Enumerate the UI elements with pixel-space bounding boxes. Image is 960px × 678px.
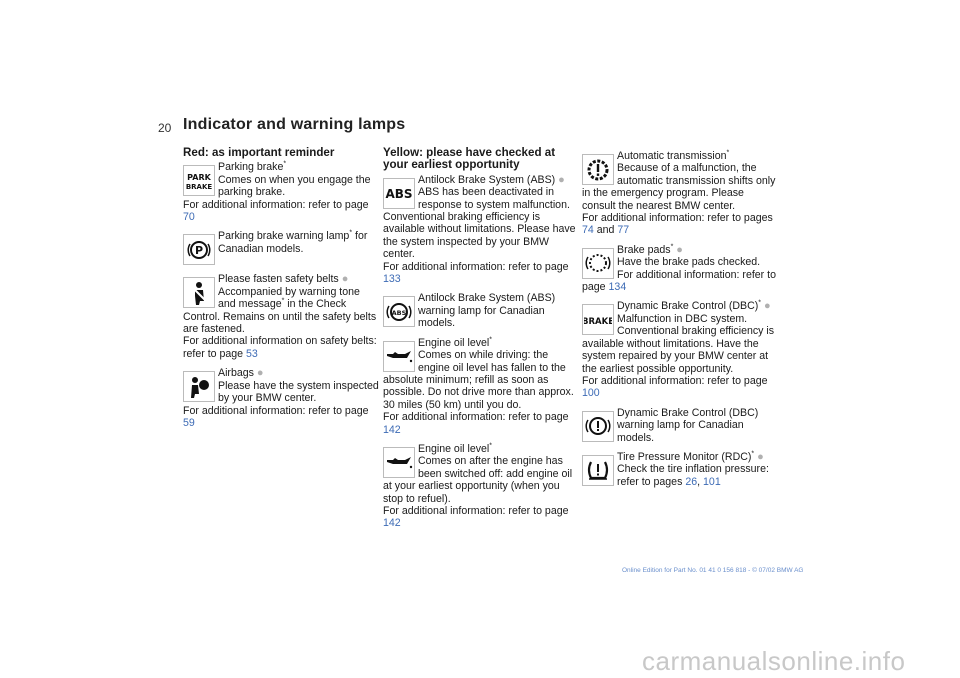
entry-transmission: Automatic transmission* Because of a mal… (582, 149, 776, 237)
airbag-icon (183, 371, 215, 403)
red-heading: Red: as important reminder (183, 146, 335, 159)
svg-text:PARK: PARK (187, 173, 211, 182)
svg-text:ABS: ABS (385, 187, 412, 201)
entry-abs-canada: ABS Antilock Brake System (ABS) warning … (383, 292, 579, 329)
footer-edition: Online Edition for Part No. 01 41 0 156 … (622, 567, 804, 574)
entry-abs: ABS Antilock Brake System (ABS) ● ABS ha… (383, 173, 576, 286)
entry-parking-brake-canada: P Parking brake warning lamp* for Canadi… (183, 230, 379, 266)
yellow-dot: ● (763, 300, 771, 313)
entry-airbags: Airbags ● Please have the system inspect… (183, 367, 379, 429)
oil-can-icon (383, 446, 415, 478)
page-link[interactable]: 134 (608, 281, 627, 294)
page-link[interactable]: 142 (383, 517, 401, 530)
page-title: Indicator and warning lamps (183, 116, 406, 133)
svg-text:BRAKE: BRAKE (186, 183, 213, 191)
page-link[interactable]: 74 (582, 224, 594, 237)
seat-belt-icon (183, 277, 215, 309)
page-link[interactable]: 26 (685, 475, 698, 488)
page-link[interactable]: 133 (383, 273, 401, 286)
column-yellow-continued: Automatic transmission* Because of a mal… (582, 149, 778, 495)
entry-brake-pads: Brake pads* ● Have the brake pads checke… (582, 243, 776, 294)
brake-warning-icon (582, 410, 614, 442)
entry-rdc: Tire Pressure Monitor (RDC)* ● Check the… (582, 450, 778, 488)
yellow-dot: ● (676, 243, 683, 256)
page-link[interactable]: 77 (617, 224, 630, 237)
page-link[interactable]: 53 (246, 347, 258, 360)
yellow-heading: Yellow: please have checked at your earl… (383, 146, 556, 172)
page-link[interactable]: 59 (183, 416, 195, 429)
svg-text:ABS: ABS (392, 309, 407, 317)
entry-dbc-canada: Dynamic Brake Control (DBC) warning lamp… (582, 407, 778, 444)
tire-pressure-icon (582, 454, 614, 486)
column-yellow: Yellow: please have checked at your earl… (383, 146, 579, 537)
page-link[interactable]: 101 (703, 475, 721, 488)
brake-text-icon: BRAKE (582, 304, 614, 336)
yellow-dot: ● (341, 273, 349, 286)
page-link[interactable]: 70 (183, 211, 195, 224)
brake-pads-icon (582, 247, 614, 279)
watermark: carmanualsonline.info (642, 646, 906, 676)
abs-circle-icon: ABS (383, 296, 415, 328)
abs-icon: ABS (383, 177, 415, 209)
yellow-dot: ● (256, 367, 264, 380)
entry-seat-belts: Please fasten safety belts ● Accompanied… (183, 273, 377, 360)
oil-can-icon (383, 340, 415, 372)
entry-dbc: BRAKE Dynamic Brake Control (DBC)* ● Mal… (582, 299, 775, 400)
page-link[interactable]: 100 (582, 387, 600, 400)
gear-warning-icon (582, 154, 614, 185)
circle-p-icon: P (183, 234, 215, 266)
svg-text:P: P (195, 244, 203, 257)
entry-oil-off: Engine oil level* Comes on after the eng… (383, 442, 573, 530)
page-number: 20 (158, 121, 172, 135)
svg-text:BRAKE: BRAKE (584, 317, 612, 327)
entry-oil-driving: Engine oil level* Comes on while driving… (383, 336, 574, 436)
page-link[interactable]: 142 (383, 423, 401, 436)
yellow-dot: ● (558, 173, 565, 186)
yellow-dot: ● (757, 450, 764, 463)
